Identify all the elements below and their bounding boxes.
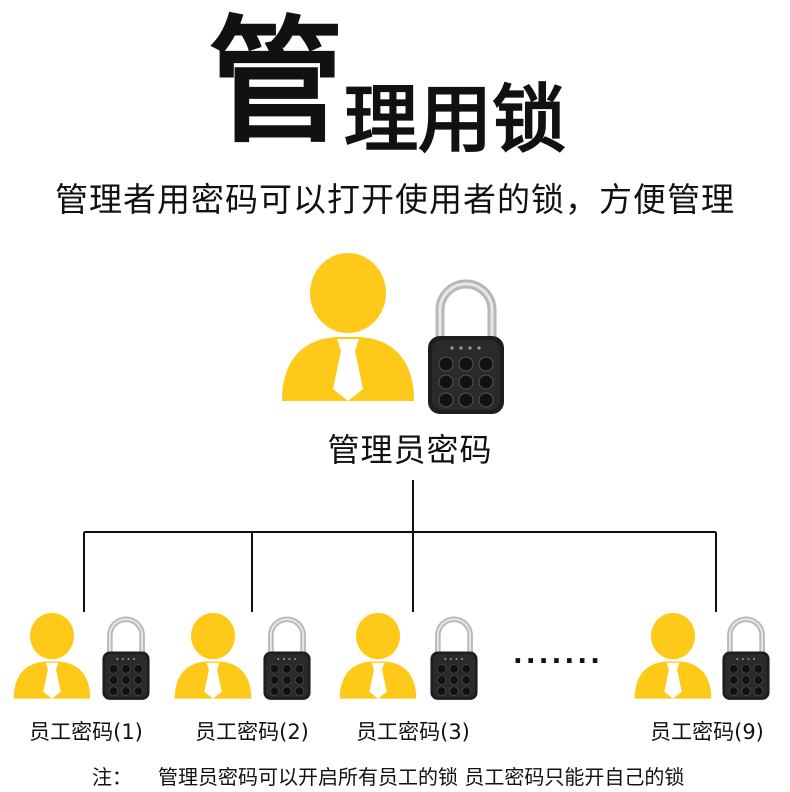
- employee-3-person-icon: [339, 612, 417, 699]
- heading-big-char: 管: [208, 4, 344, 162]
- footnote-prefix: 注：: [92, 765, 132, 789]
- employee-3-padlock-icon: [430, 619, 477, 700]
- employee-3-label: 员工密码(3): [356, 720, 470, 744]
- employee-2-person-icon: [174, 612, 252, 699]
- admin-password-label: 管理员密码: [327, 431, 493, 469]
- employee-2-padlock-icon: [263, 619, 310, 700]
- employee-9-label: 员工密码(9): [650, 720, 764, 744]
- employee-1-padlock-icon: [102, 619, 149, 700]
- employee-9-person-icon: [634, 612, 712, 699]
- footnote-text-2: 员工密码只能开自己的锁: [464, 765, 685, 789]
- employee-2-label: 员工密码(2): [195, 720, 309, 744]
- admin-person-icon: [282, 253, 414, 401]
- employee-1-label: 员工密码(1): [29, 720, 143, 744]
- employee-1-person-icon: [13, 612, 91, 699]
- employee-9-padlock-icon: [722, 619, 769, 700]
- footnote: 注： 管理员密码可以开启所有员工的锁 员工密码只能开自己的锁: [92, 762, 790, 792]
- footnote-text-1: 管理员密码可以开启所有员工的锁: [158, 765, 458, 789]
- subtitle: 管理者用密码可以打开使用者的锁，方便管理: [55, 180, 735, 219]
- heading-rest: 理用锁: [344, 77, 566, 163]
- ellipsis: .......: [512, 640, 604, 670]
- hierarchy-lines: [83, 480, 717, 612]
- admin-padlock-icon: [428, 284, 504, 414]
- heading: 管 理用锁: [0, 0, 790, 170]
